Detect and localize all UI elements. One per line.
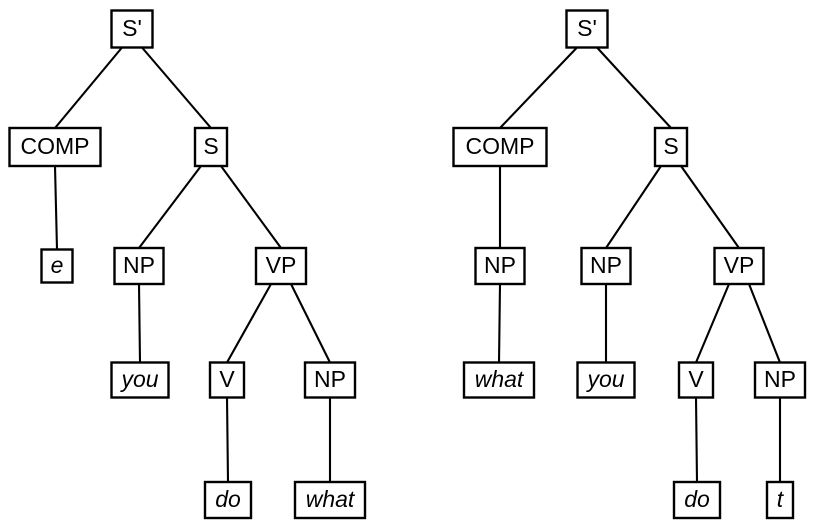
- node-label: do: [684, 486, 710, 512]
- node-box: [8, 126, 102, 168]
- node-label: NP: [590, 252, 622, 278]
- tree-node-you[interactable]: you: [576, 361, 636, 399]
- tree-node-e[interactable]: e: [40, 248, 74, 284]
- node-label: COMP: [21, 133, 90, 159]
- node-label: what: [475, 366, 525, 392]
- node-box: [580, 246, 632, 286]
- node-label: COMP: [466, 133, 535, 159]
- tree-edge: [290, 283, 331, 363]
- node-label: VP: [724, 252, 755, 278]
- tree-edge: [226, 283, 272, 364]
- node-label: you: [585, 366, 624, 392]
- tree-node-do[interactable]: do: [203, 480, 253, 520]
- tree-edge: [497, 283, 502, 363]
- tree-node-vp[interactable]: VP: [713, 246, 765, 286]
- tree-edge: [605, 165, 662, 249]
- tree-node-comp[interactable]: COMP: [452, 126, 548, 168]
- node-label: NP: [764, 366, 796, 392]
- tree-node-s[interactable]: S': [110, 9, 154, 49]
- node-box: [713, 246, 765, 286]
- node-label: t: [777, 486, 785, 512]
- tree-node-you[interactable]: you: [110, 361, 170, 399]
- tree-node-np[interactable]: NP: [580, 246, 632, 286]
- tree-node-np[interactable]: NP: [474, 246, 526, 286]
- tree-edge: [748, 283, 781, 363]
- tree-node-np[interactable]: NP: [303, 361, 357, 399]
- node-label: you: [119, 366, 158, 392]
- tree-node-what[interactable]: what: [293, 480, 367, 520]
- node-box: [474, 246, 526, 286]
- tree-node-v[interactable]: V: [208, 361, 246, 399]
- tree-edge: [53, 165, 59, 250]
- node-box: [672, 480, 722, 520]
- node-label: S': [122, 15, 142, 41]
- tree-edges: [497, 46, 782, 483]
- tree-edge: [138, 165, 202, 249]
- node-box: [462, 361, 536, 399]
- tree-node-np[interactable]: NP: [753, 361, 807, 399]
- node-box: [203, 480, 253, 520]
- node-label: NP: [314, 366, 346, 392]
- node-label: VP: [266, 252, 297, 278]
- node-box: [110, 9, 154, 49]
- tree-edge: [680, 165, 740, 249]
- tree-node-s[interactable]: S': [565, 9, 609, 49]
- surface-structure-tree: S' COMP S NP NP VP what you V NP do t: [452, 9, 807, 520]
- tree-edge: [499, 46, 578, 129]
- tree-edge: [141, 46, 212, 129]
- node-box: [565, 9, 609, 49]
- node-label: V: [219, 366, 235, 392]
- tree-edge: [137, 283, 142, 363]
- tree-node-what[interactable]: what: [462, 361, 536, 399]
- node-label: S': [577, 15, 597, 41]
- tree-edge: [695, 283, 730, 363]
- node-box: [753, 361, 807, 399]
- tree-edge: [220, 165, 282, 249]
- tree-node-s[interactable]: S: [193, 126, 229, 168]
- tree-node-v[interactable]: V: [677, 361, 715, 399]
- tree-node-np[interactable]: NP: [113, 246, 165, 286]
- tree-edge: [54, 46, 123, 129]
- node-box: [40, 248, 74, 284]
- tree-edge: [694, 397, 699, 483]
- node-label: V: [688, 366, 704, 392]
- node-box: [677, 361, 715, 399]
- node-box: [110, 361, 170, 399]
- node-box: [113, 246, 165, 286]
- node-box: [254, 246, 308, 286]
- node-box: [293, 480, 367, 520]
- tree-node-do[interactable]: do: [672, 480, 722, 520]
- tree-edges: [53, 46, 332, 483]
- node-label: S: [203, 133, 218, 159]
- node-box: [653, 126, 689, 168]
- node-box: [193, 126, 229, 168]
- node-label: e: [51, 252, 64, 278]
- tree-node-t[interactable]: t: [765, 480, 795, 520]
- tree-edge: [225, 397, 230, 483]
- node-box: [765, 480, 795, 520]
- node-label: NP: [484, 252, 516, 278]
- node-label: S: [663, 133, 678, 159]
- tree-edge: [596, 46, 672, 129]
- node-label: what: [306, 486, 356, 512]
- tree-node-s[interactable]: S: [653, 126, 689, 168]
- node-box: [452, 126, 548, 168]
- node-label: NP: [123, 252, 155, 278]
- node-box: [208, 361, 246, 399]
- node-box: [303, 361, 357, 399]
- node-label: do: [215, 486, 241, 512]
- tree-node-vp[interactable]: VP: [254, 246, 308, 286]
- tree-node-comp[interactable]: COMP: [8, 126, 102, 168]
- node-box: [576, 361, 636, 399]
